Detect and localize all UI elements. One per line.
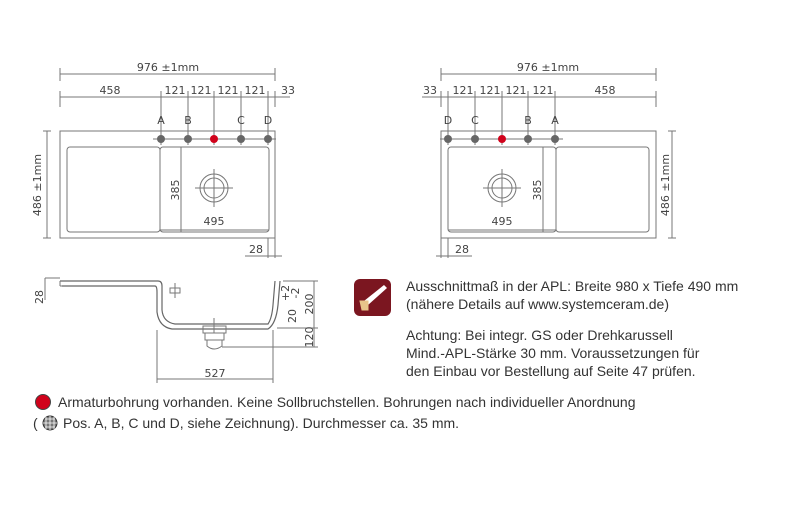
tap-hole-c — [471, 135, 479, 143]
note-line-1: Achtung: Bei integr. GS oder Drehkarusse… — [406, 327, 673, 343]
left-height: 486 ±1mm — [31, 154, 44, 216]
right-height: 486 ±1mm — [659, 154, 672, 216]
drain-height: 120 — [303, 327, 316, 348]
tap-hole-d — [444, 135, 452, 143]
tap-hole-d — [264, 135, 272, 143]
tol-plus: +2 — [279, 285, 292, 301]
edge-28: 28 — [249, 243, 263, 256]
right-plan-view: 976 ±1mm 33 121 121 121 121 458 D C B A … — [422, 61, 676, 258]
right-overall-width: 976 ±1mm — [517, 61, 579, 74]
dim-121: 121 — [245, 84, 266, 97]
dim-121: 121 — [480, 84, 501, 97]
hole-label-c: C — [471, 114, 479, 127]
section-view: 28 20 +2 -2 200 120 527 — [33, 277, 318, 383]
legend-paren: ( — [33, 415, 38, 431]
drain-fitting — [202, 325, 227, 350]
hole-label-b: B — [184, 114, 192, 127]
tap-hole-b — [524, 135, 532, 143]
bowl-depth: 385 — [531, 180, 544, 201]
tap-hole-existing — [498, 135, 506, 143]
section-width: 527 — [205, 367, 226, 380]
hole-label-a: A — [551, 114, 559, 127]
cutout-line-2: (nähere Details auf www.systemceram.de) — [406, 296, 669, 312]
hole-label-a: A — [157, 114, 165, 127]
legend-line-2: Pos. A, B, C und D, siehe Zeichnung). Du… — [63, 415, 460, 431]
tap-hole-b — [184, 135, 192, 143]
tap-hole-existing — [210, 135, 218, 143]
bowl-width: 495 — [492, 215, 513, 228]
section-thickness: 28 — [33, 290, 46, 304]
hole-markers — [440, 135, 563, 143]
dim-121: 121 — [506, 84, 527, 97]
tap-hole-a — [551, 135, 559, 143]
left-overall-width: 976 ±1mm — [137, 61, 199, 74]
left-plan-view: 976 ±1mm 458 121 121 121 121 33 A B C D … — [31, 61, 295, 258]
dim-33: 33 — [423, 84, 437, 97]
rim-depth: 20 — [286, 309, 299, 323]
bowl-width: 495 — [204, 215, 225, 228]
bowl-height: 200 — [303, 294, 316, 315]
edge-28: 28 — [455, 243, 469, 256]
cutout-saw-icon — [354, 279, 391, 316]
dim-121: 121 — [191, 84, 212, 97]
hole-label-d: D — [444, 114, 452, 127]
note-line-3: den Einbau vor Bestellung auf Seite 47 p… — [406, 363, 696, 379]
note-line-2: Mind.-APL-Stärke 30 mm. Voraussetzungen … — [406, 345, 700, 361]
cutout-line-1: Ausschnittmaß in der APL: Breite 980 x T… — [406, 278, 739, 294]
dim-121: 121 — [533, 84, 554, 97]
dim-121: 121 — [165, 84, 186, 97]
tap-hole-a — [157, 135, 165, 143]
dim-121: 121 — [218, 84, 239, 97]
bowl-depth: 385 — [169, 180, 182, 201]
dim-33: 33 — [281, 84, 295, 97]
legend-line-1: Armaturbohrung vorhanden. Keine Sollbruc… — [58, 394, 636, 410]
dim-121: 121 — [453, 84, 474, 97]
hole-label-b: B — [524, 114, 532, 127]
dim-458: 458 — [595, 84, 616, 97]
hole-markers — [153, 135, 276, 143]
tol-minus: -2 — [289, 288, 302, 299]
red-hole-legend-icon — [35, 394, 51, 410]
hole-label-d: D — [264, 114, 272, 127]
hole-label-c: C — [237, 114, 245, 127]
globe-hole-icon — [42, 415, 58, 436]
tap-hole-c — [237, 135, 245, 143]
dim-458: 458 — [100, 84, 121, 97]
